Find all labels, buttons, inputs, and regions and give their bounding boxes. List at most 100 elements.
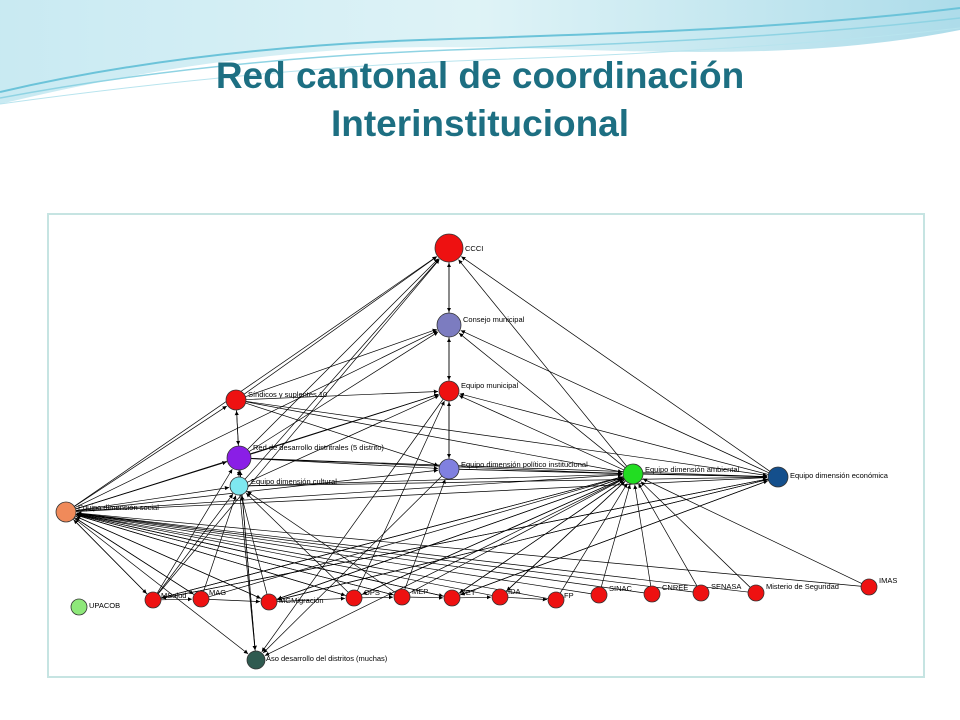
edge-eq_ambiental-oet [459,479,625,594]
node-senasa: SENASA [692,582,741,602]
edge-sinac-eq_ambiental [600,484,631,588]
edge-fp-eq_ambiental [559,483,628,594]
edge-eq_politico-eq_economica [458,468,768,479]
edge-sindicos-eq_economica [245,401,768,477]
node-circle-equipo_mun [438,380,460,402]
edge-eq_social-mep [75,514,394,596]
edge-eq_economica-oet [460,480,769,596]
edge-sindicos-eq_ambiental [245,401,623,474]
node-circle-eq_cultural [229,476,249,496]
node-circle-senasa [692,584,710,602]
node-eq_economica: Equipo dimensión económica [767,466,889,488]
edge-eq_politico-aso [262,475,443,654]
edge-eq_cultural-eq_economica [247,475,768,487]
node-label-sindicos: Síndicos y suplentes 10 [248,390,327,399]
edge-eq_social-sindicos [74,405,228,507]
edge-misterio-eq_social [76,511,749,593]
edge-eq_cultural-eq_ambiental [247,472,623,487]
node-circle-imas [860,578,878,596]
edge-ops-eq_cultural [245,492,349,593]
node-label-misterio: Misterio de Seguridad [766,582,839,591]
title-line-1: Red cantonal de coordinación [215,55,745,96]
edge-mep-eq_politico [404,479,446,590]
edge-mgm-eq_cultural [240,495,268,595]
edge-oet-ida [459,595,492,600]
edge-eq_ambiental-ops [362,477,625,595]
node-circle-eq_politico [438,458,460,480]
edges-group [72,256,862,656]
node-circle-fp [547,591,565,609]
edge-msalud-mag [160,597,193,602]
edge-mgm-ops [276,596,346,602]
edge-eq_social-eq_cultural [75,486,230,511]
node-label-eq_politico: Equipo dimensión político institucional [461,460,588,469]
edge-msalud-eq_cultural [157,493,234,594]
node-equipo_mun: Equipo municipal [438,380,518,402]
node-label-mag: MAG [209,588,226,597]
node-circle-ops [345,589,363,607]
edge-imas-eq_social [76,511,862,587]
node-circle-mep [393,588,411,606]
node-circle-sindicos [225,389,247,411]
edge-red_des-consejo [248,331,439,452]
node-ops: OPS [345,588,380,607]
node-label-senasa: SENASA [711,582,741,591]
edge-eq_ambiental-msalud [161,476,624,599]
edge-eq_social-cci [74,256,437,507]
node-label-ops: OPS [364,588,380,597]
edge-ida-fp [507,597,548,602]
node-mag: MAG [192,588,226,608]
edge-red_des-cci [247,258,439,450]
node-eq_politico: Equipo dimensión político institucional [438,458,588,480]
node-label-equipo_mun: Equipo municipal [461,381,518,390]
edge-aso-red_des [238,470,256,652]
node-circle-eq_economica [767,466,789,488]
edge-eq_cultural-cci [244,259,440,480]
node-label-fp: FP [564,591,574,600]
edge-msalud-red_des [156,468,233,594]
edge-eq_social-consejo [74,330,438,508]
node-consejo: Consejo municipal [436,312,525,338]
node-label-sinac: SINAC [609,584,633,593]
edge-eq_economica-cci [461,256,770,472]
node-eq_cultural: Equipo dimensión cultural [229,476,337,496]
node-circle-red_des [226,445,252,471]
node-cci: CCCI [434,233,483,263]
node-label-oet: OET [460,588,476,597]
edge-eq_ambiental-ida [506,480,626,592]
node-circle-misterio [747,584,765,602]
edge-red_des-eq_economica [250,458,768,479]
node-circle-eq_social [55,501,77,523]
edge-red_des-eq_ambiental [250,458,623,476]
node-label-red_des: Red de desarrollo distritrales (5 distri… [253,443,384,452]
node-sinac: SINAC [590,584,633,604]
edge-eq_cultural-equipo_mun [247,395,440,483]
edge-eq_social-ops [75,514,346,597]
node-label-eq_ambiental: Equipo dimensión ambiental [645,465,740,474]
node-label-msalud: MSalud [161,591,186,600]
edge-eq_ambiental-aso [264,478,625,656]
node-ida: IDA [491,587,521,606]
edge-mag-eq_ambiental [208,476,623,598]
node-circle-consejo [436,312,462,338]
edge-eq_cultural-aso [239,494,257,651]
node-circle-upacob [70,598,88,616]
edge-fp-eq_social [76,512,549,599]
edge-eq_ambiental-cci [458,259,627,467]
edge-eq_economica-msalud [161,478,769,600]
edge-sindicos-cci [243,256,437,395]
edge-sinac-eq_social [76,512,592,595]
edge-senasa-eq_ambiental [638,483,698,587]
edge-eq_social-aso [73,517,249,655]
edge-senasa-eq_social [76,511,694,593]
node-circle-cnree [643,585,661,603]
edge-sindicos-equipo_mun [245,389,439,400]
node-oet: OET [443,588,476,607]
node-eq_social: Equipo dimensión social [55,501,159,523]
edge-eq_economica-equipo_mun [459,392,769,475]
node-label-eq_social: Equipo dimensión social [78,503,159,512]
edge-eq_economica-consejo [460,330,770,474]
edge-red_des-eq_politico [250,458,439,471]
